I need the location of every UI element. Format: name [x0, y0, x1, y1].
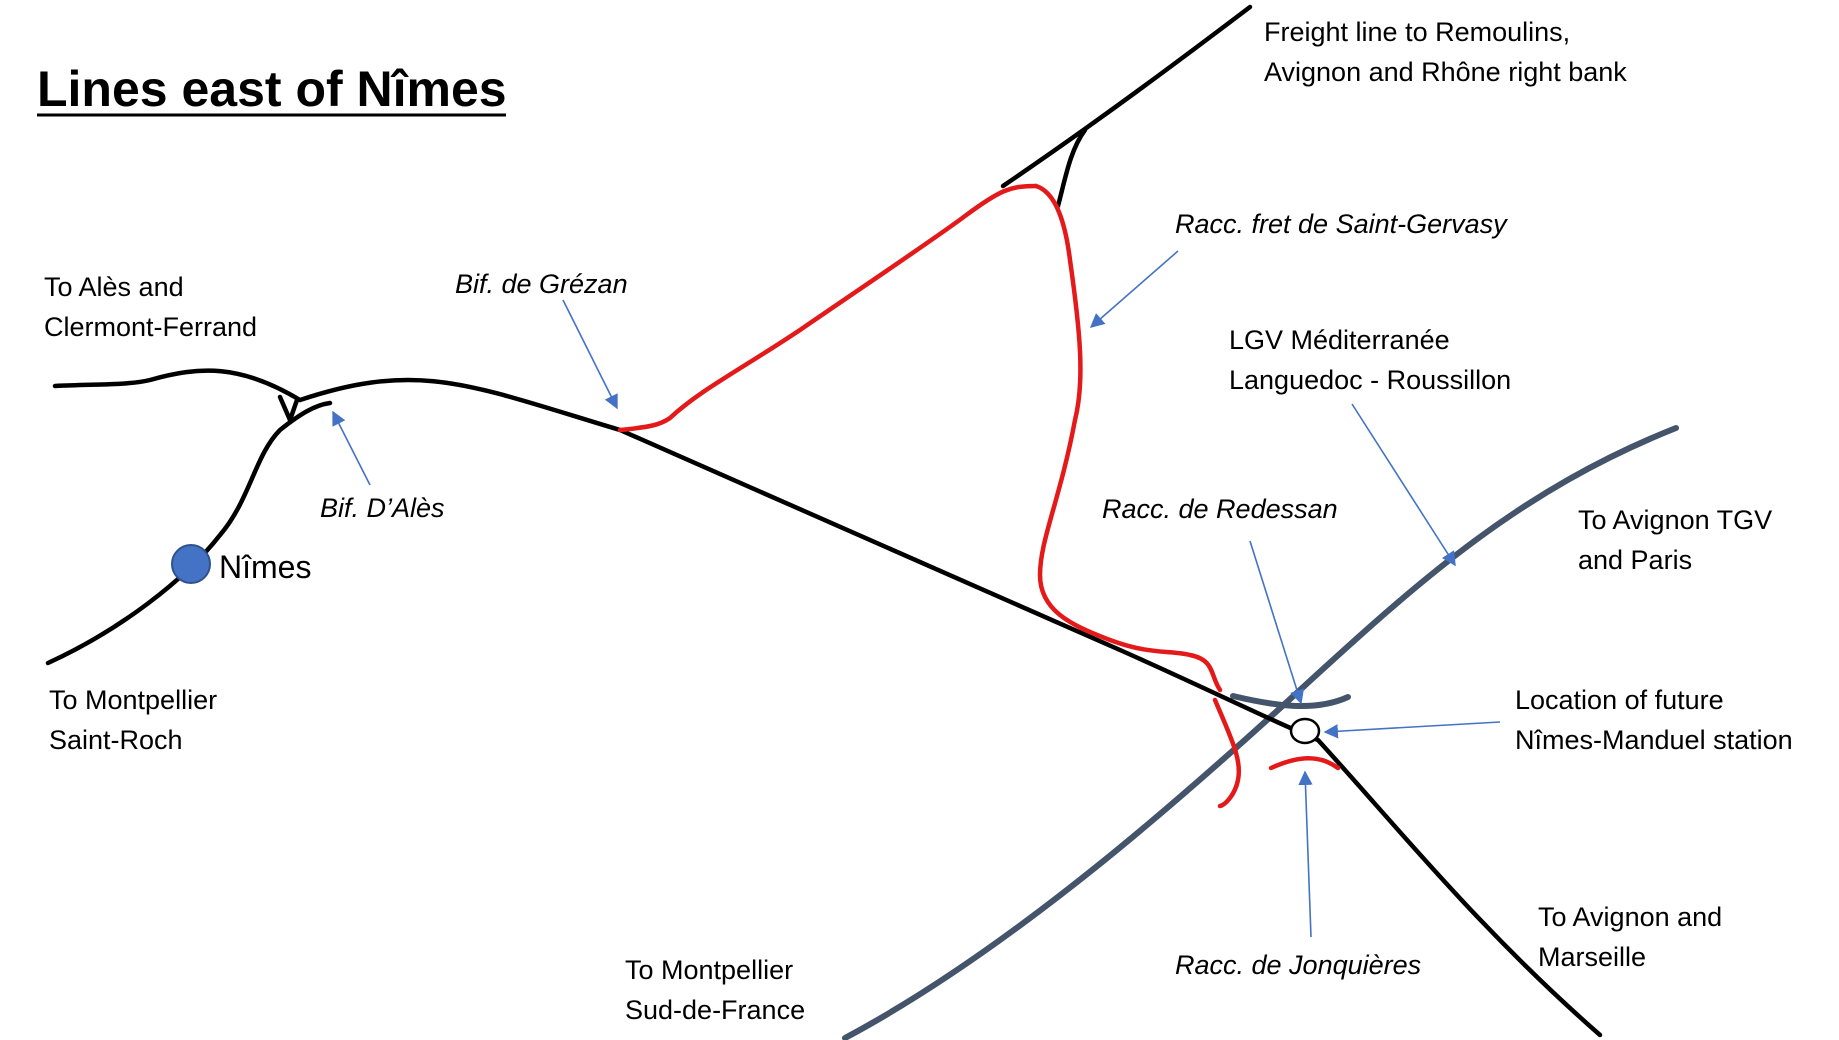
pointer-racc-redessan [1249, 540, 1304, 705]
label-avignon-marseille-line2: Marseille [1538, 942, 1646, 972]
pointer-racc-saint-gervasy [1089, 250, 1179, 328]
label-racc-jonquieres: Racc. de Jonquières [1175, 950, 1421, 980]
label-montpellier-saint-roch-line2: Saint-Roch [49, 725, 183, 755]
racc-saint-gervasy-connection [1033, 183, 1223, 693]
label-montpellier-sud-line2: Sud-de-France [625, 995, 805, 1025]
label-avignon-marseille-line1: To Avignon and [1538, 902, 1722, 932]
line-freight-spur [1055, 127, 1088, 209]
label-future-station-line2: Nîmes-Manduel station [1515, 725, 1793, 755]
line-ales-link [277, 394, 293, 423]
label-future-station-line1: Location of future [1515, 685, 1724, 715]
label-racc-saint-gervasy: Racc. fret de Saint-Gervasy [1175, 209, 1508, 239]
label-freight-line2: Avignon and Rhône right bank [1264, 57, 1627, 87]
label-freight-line1: Freight line to Remoulins, [1264, 17, 1570, 47]
label-avignon-tgv-line2: and Paris [1578, 545, 1692, 575]
label-racc-redessan: Racc. de Redessan [1102, 494, 1338, 524]
label-montpellier-sud-line1: To Montpellier [625, 955, 793, 985]
racc-jonquieres-connection [1268, 756, 1341, 771]
label-avignon-tgv-line1: To Avignon TGV [1578, 505, 1772, 535]
pointer-bif-grezan [562, 299, 618, 410]
label-bif-ales: Bif. D’Alès [320, 493, 445, 523]
pointer-racc-jonquieres [1298, 770, 1313, 938]
racc-redessan-connection [1212, 697, 1242, 809]
line-freight-remoulins [1000, 4, 1253, 189]
lgv-curve-redessan [1230, 693, 1351, 710]
line-ales-link-south [287, 397, 300, 423]
racc-grezan-connection [617, 183, 1039, 433]
label-lgv-line1: LGV Méditerranée [1229, 325, 1450, 355]
line-nimes-south [45, 400, 333, 666]
line-ales-west [52, 368, 303, 403]
label-bif-grezan: Bif. de Grézan [455, 269, 628, 299]
pointer-bif-ales [332, 410, 371, 486]
station-name: Nîmes [219, 549, 311, 585]
label-lgv-line2: Languedoc - Roussillon [1229, 365, 1511, 395]
nimes-station-marker [171, 544, 211, 584]
label-ales-line1: To Alès and [44, 272, 184, 302]
line-tarascon [617, 427, 1603, 1038]
page-title: Lines east of Nîmes [37, 61, 507, 117]
label-ales-line2: Clermont-Ferrand [44, 312, 257, 342]
future-station-marker [1289, 717, 1321, 745]
pointer-lgv [1351, 403, 1456, 567]
line-nimes-east [297, 377, 623, 433]
pointer-future-station [1323, 721, 1501, 739]
label-montpellier-saint-roch-line1: To Montpellier [49, 685, 217, 715]
